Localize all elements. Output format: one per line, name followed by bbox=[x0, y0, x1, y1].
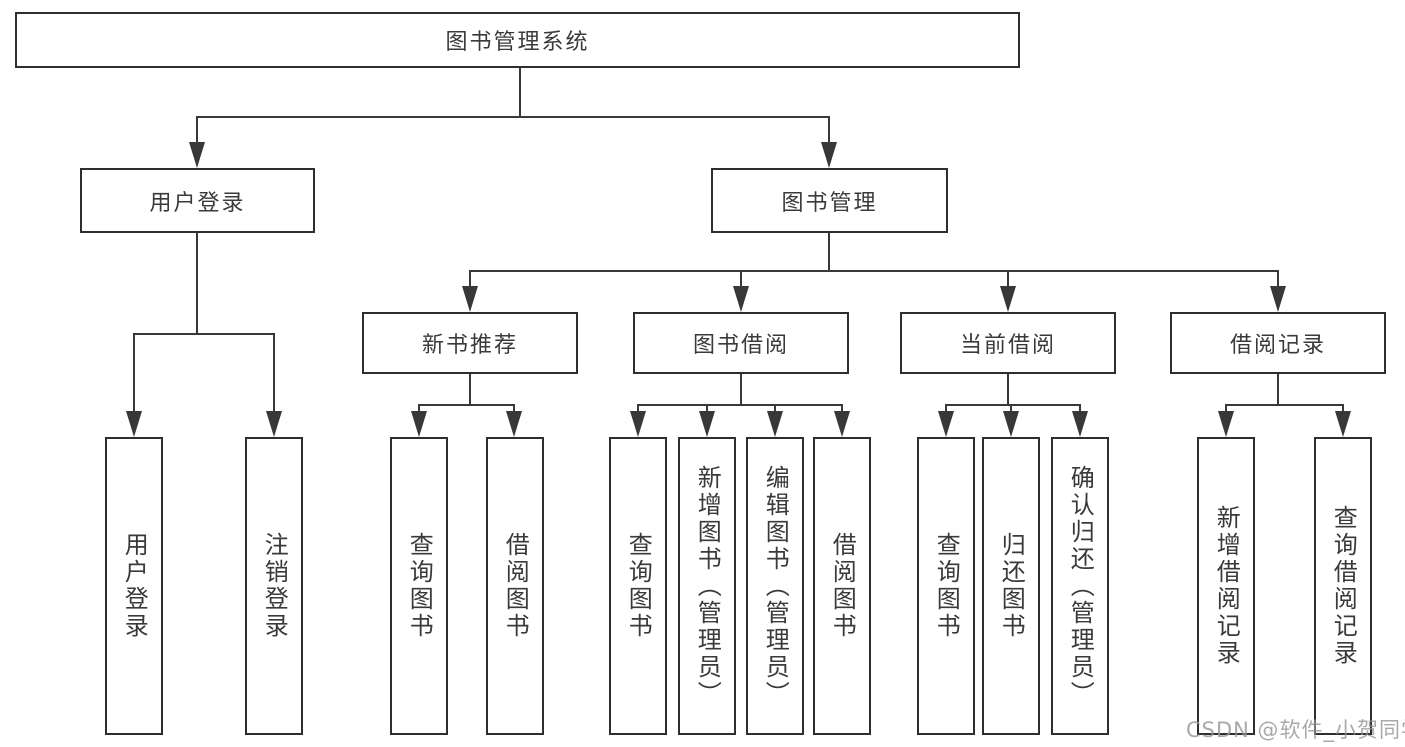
node-borrow-records: 借阅记录 bbox=[1170, 312, 1386, 374]
node-label: 新增图书（管理员） bbox=[693, 464, 722, 708]
leaf-query-books-recommend: 查询图书 bbox=[390, 437, 448, 735]
leaf-borrow-books: 借阅图书 bbox=[813, 437, 871, 735]
node-label: 用户登录 bbox=[149, 190, 246, 216]
node-label: 借阅记录 bbox=[1229, 333, 1326, 358]
node-new-book-recommend: 新书推荐 bbox=[362, 312, 578, 374]
node-label: 查询图书 bbox=[624, 532, 653, 640]
node-label: 用户登录 bbox=[120, 532, 149, 640]
leaf-query-borrow-record: 查询借阅记录 bbox=[1314, 437, 1372, 735]
node-label: 新增借阅记录 bbox=[1212, 505, 1241, 667]
node-label: 归还图书 bbox=[997, 532, 1026, 640]
leaf-logout: 注销登录 bbox=[245, 437, 303, 735]
leaf-query-books-current: 查询图书 bbox=[917, 437, 975, 735]
node-label: 图书借阅 bbox=[692, 333, 789, 358]
node-label: 注销登录 bbox=[260, 532, 289, 640]
leaf-add-borrow-record: 新增借阅记录 bbox=[1197, 437, 1255, 735]
node-label: 编辑图书（管理员） bbox=[761, 464, 790, 708]
node-book-management: 图书管理 bbox=[711, 168, 948, 233]
node-label: 新书推荐 bbox=[421, 333, 518, 358]
node-label: 查询图书 bbox=[405, 532, 434, 640]
node-current-borrow: 当前借阅 bbox=[900, 312, 1116, 374]
node-user-login: 用户登录 bbox=[80, 168, 315, 233]
leaf-edit-books-admin: 编辑图书（管理员） bbox=[746, 437, 804, 735]
leaf-query-books-borrow: 查询图书 bbox=[609, 437, 667, 735]
leaf-confirm-return-admin: 确认归还（管理员） bbox=[1051, 437, 1109, 735]
leaf-return-books: 归还图书 bbox=[982, 437, 1040, 735]
node-book-borrow: 图书借阅 bbox=[633, 312, 849, 374]
node-root-library-system: 图书管理系统 bbox=[15, 12, 1020, 68]
leaf-user-login: 用户登录 bbox=[105, 437, 163, 735]
leaf-borrow-books-recommend: 借阅图书 bbox=[486, 437, 544, 735]
node-label: 当前借阅 bbox=[959, 333, 1056, 358]
node-label: 图书管理 bbox=[781, 190, 878, 216]
node-label: 查询图书 bbox=[932, 532, 961, 640]
node-label: 借阅图书 bbox=[501, 532, 530, 640]
node-label: 借阅图书 bbox=[828, 532, 857, 640]
node-label: 确认归还（管理员） bbox=[1066, 464, 1095, 708]
node-label: 图书管理系统 bbox=[445, 30, 590, 55]
leaf-add-books-admin: 新增图书（管理员） bbox=[678, 437, 736, 735]
csdn-watermark: CSDN @软件_小贺同学 bbox=[1186, 718, 1405, 742]
node-label: 查询借阅记录 bbox=[1329, 505, 1358, 667]
